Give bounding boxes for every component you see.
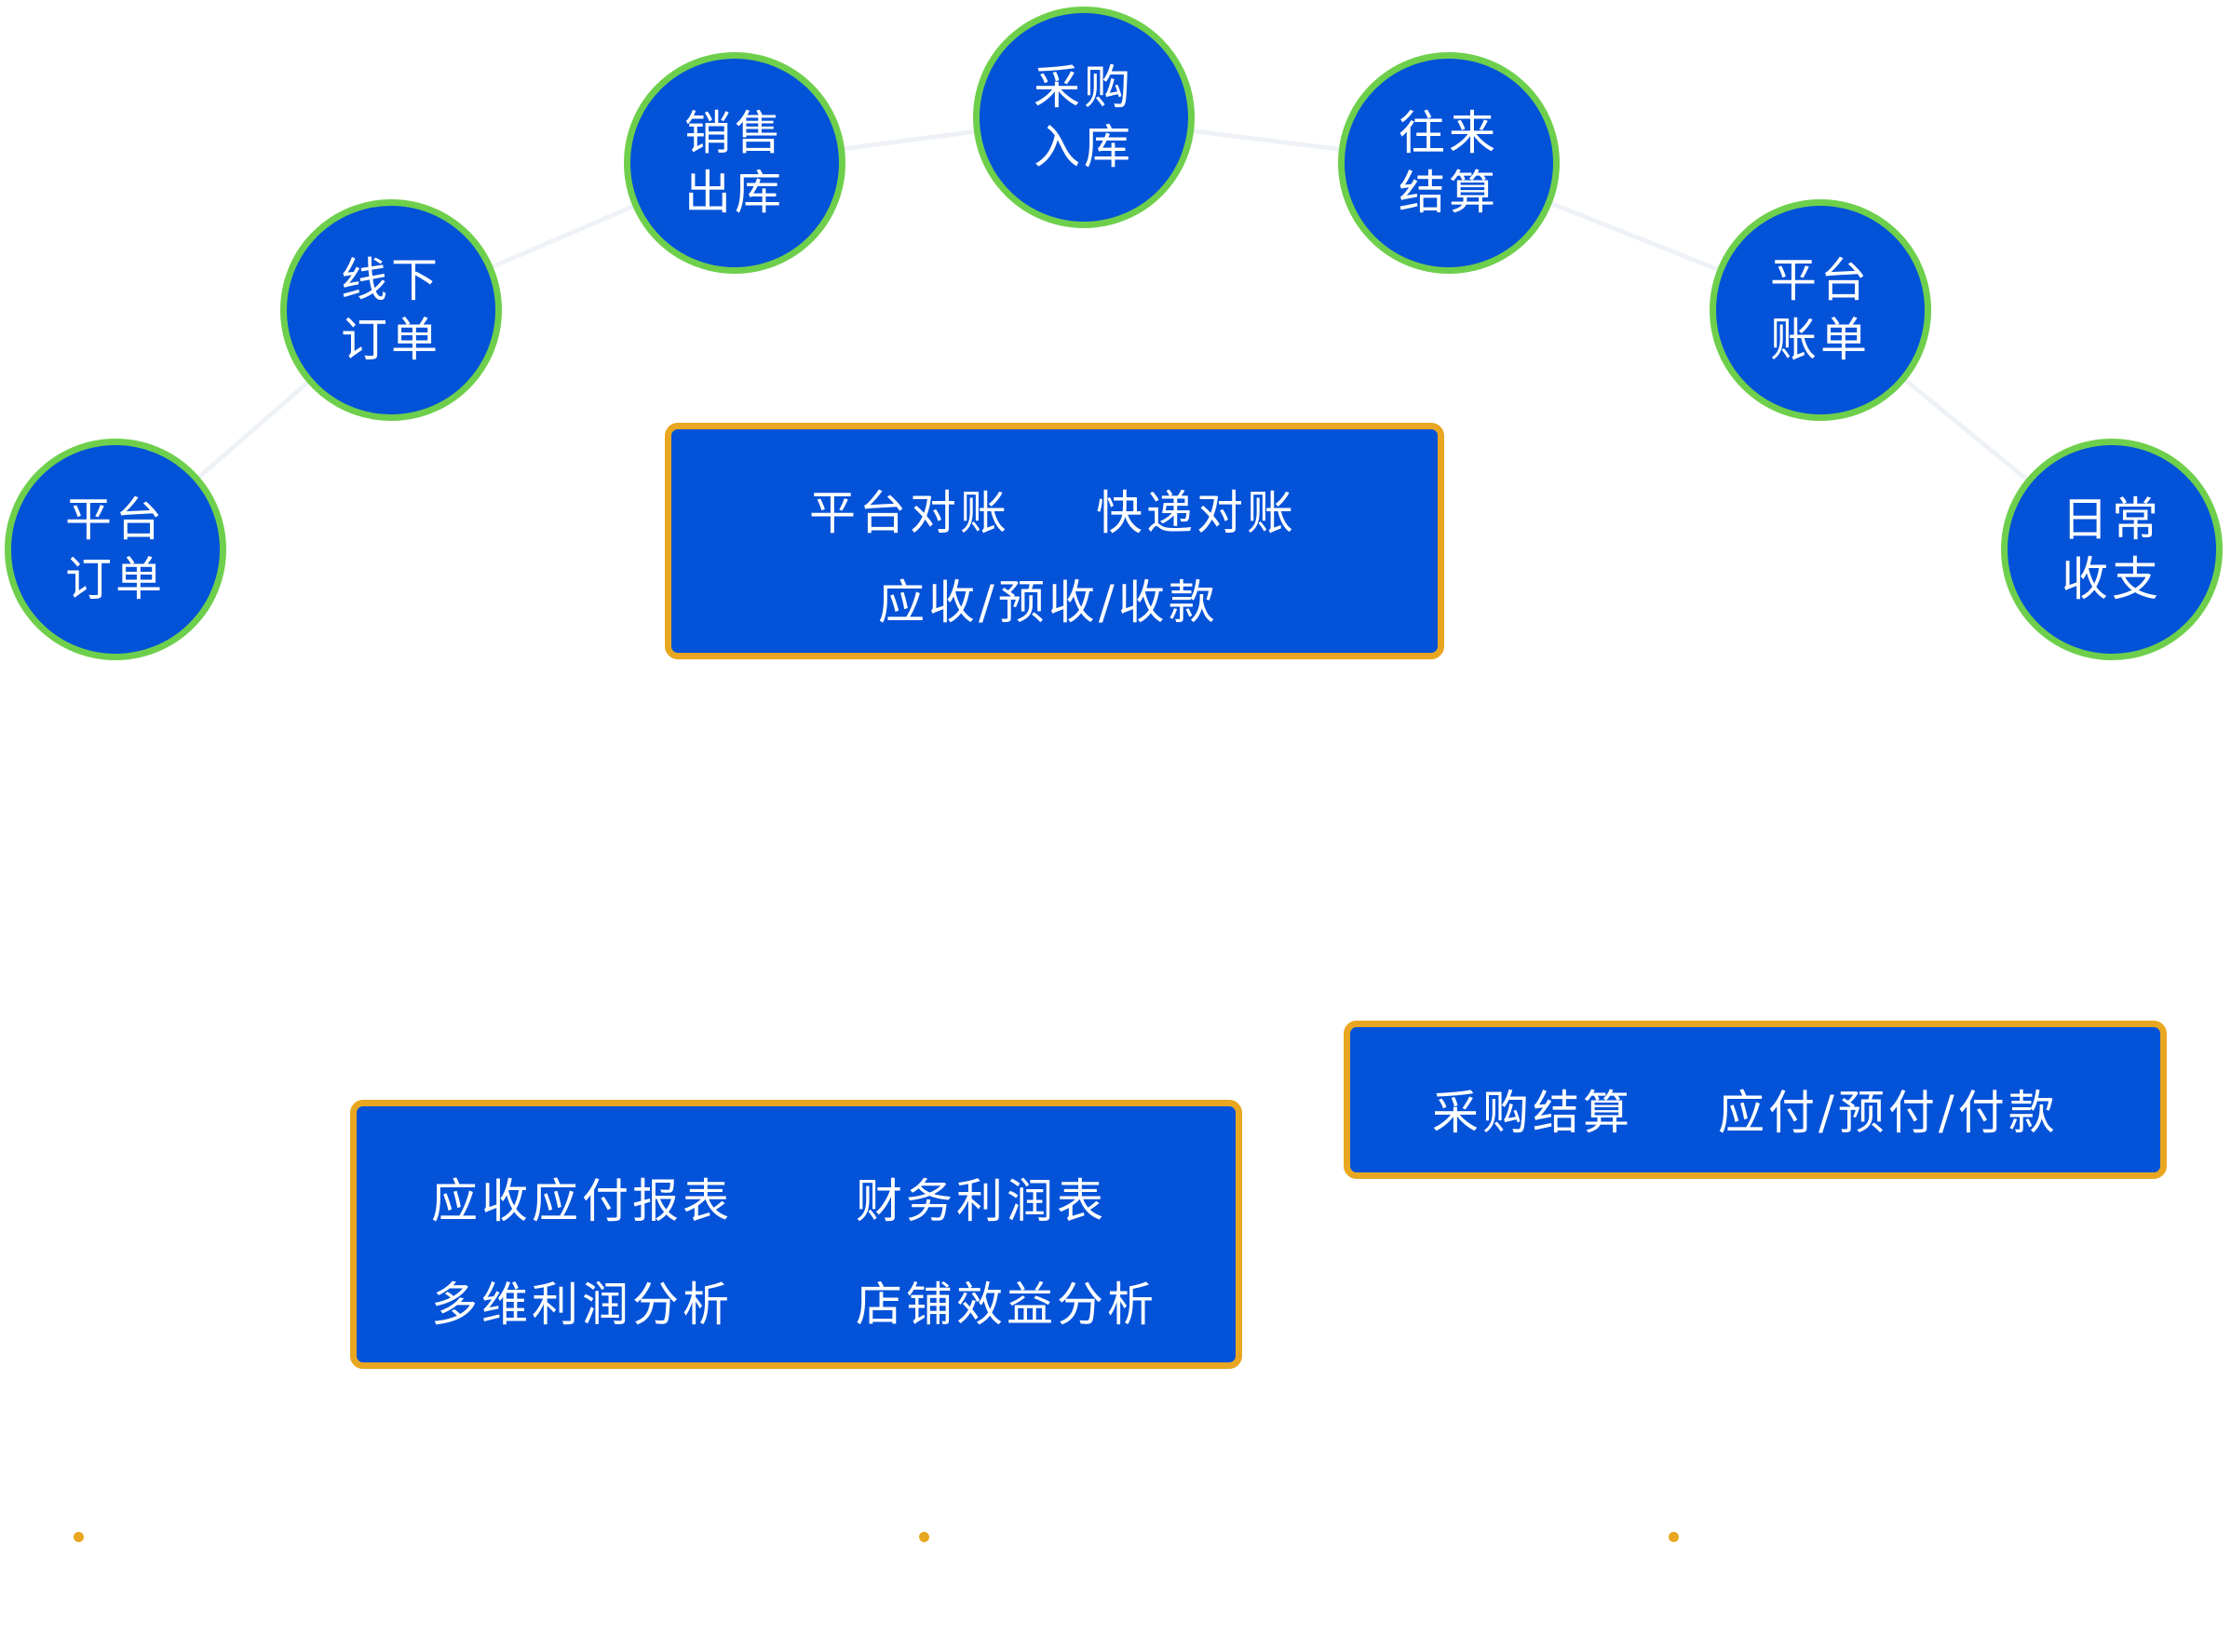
node-label-line2: 账单 [1770,313,1871,367]
node-label-line1: 采购 [1034,61,1134,115]
reconcile-item-receivables: 应收/预收/收款 [878,575,1219,630]
report-item-ar-ap: 应收应付报表 [431,1174,733,1228]
node-label-line2: 订单 [341,313,441,367]
purchase-item-settlement: 采购结算 [1432,1086,1633,1140]
report-item-multi-profit: 多维利润分析 [431,1278,733,1332]
node-label-line1: 平台 [65,493,166,547]
node-account-settlement[interactable]: 往来 结算 [1338,52,1560,274]
node-purchase-inbound[interactable]: 采购 入库 [973,7,1195,228]
node-label-line1: 往来 [1399,106,1499,160]
node-platform-order[interactable]: 平台 订单 [5,439,226,660]
node-label-line2: 收支 [2062,552,2162,606]
node-offline-order[interactable]: 线下 订单 [280,199,502,421]
node-daily-income-expense[interactable]: 日常 收支 [2001,439,2223,660]
report-item-store-efficiency: 店铺效益分析 [856,1278,1157,1332]
node-platform-bill[interactable]: 平台 账单 [1710,199,1931,421]
reports-panel[interactable]: 应收应付报表 财务利润表 多维利润分析 店铺效益分析 [350,1100,1242,1369]
marker-dot [1669,1532,1679,1542]
purchase-item-payables: 应付/预付/付款 [1718,1086,2059,1140]
node-label-line1: 线下 [341,253,441,307]
node-label-line2: 入库 [1034,120,1134,174]
reconcile-item-platform: 平台对账 [809,486,1010,540]
node-sales-outbound[interactable]: 销售 出库 [624,52,845,274]
node-label-line2: 结算 [1399,166,1499,220]
reconcile-item-express: 快递对账 [1096,486,1297,540]
purchase-settlement-panel[interactable]: 采购结算 应付/预付/付款 [1344,1021,2167,1179]
reconciliation-panel[interactable]: 平台对账 快递对账 应收/预收/收款 [665,423,1444,659]
marker-dot [74,1532,84,1542]
node-label-line2: 订单 [65,552,166,606]
node-label-line2: 出库 [684,166,785,220]
node-label-line1: 销售 [684,106,785,160]
report-item-profit-statement: 财务利润表 [856,1174,1107,1228]
marker-dot [919,1532,929,1542]
node-label-line1: 日常 [2062,493,2162,547]
node-label-line1: 平台 [1770,253,1871,307]
